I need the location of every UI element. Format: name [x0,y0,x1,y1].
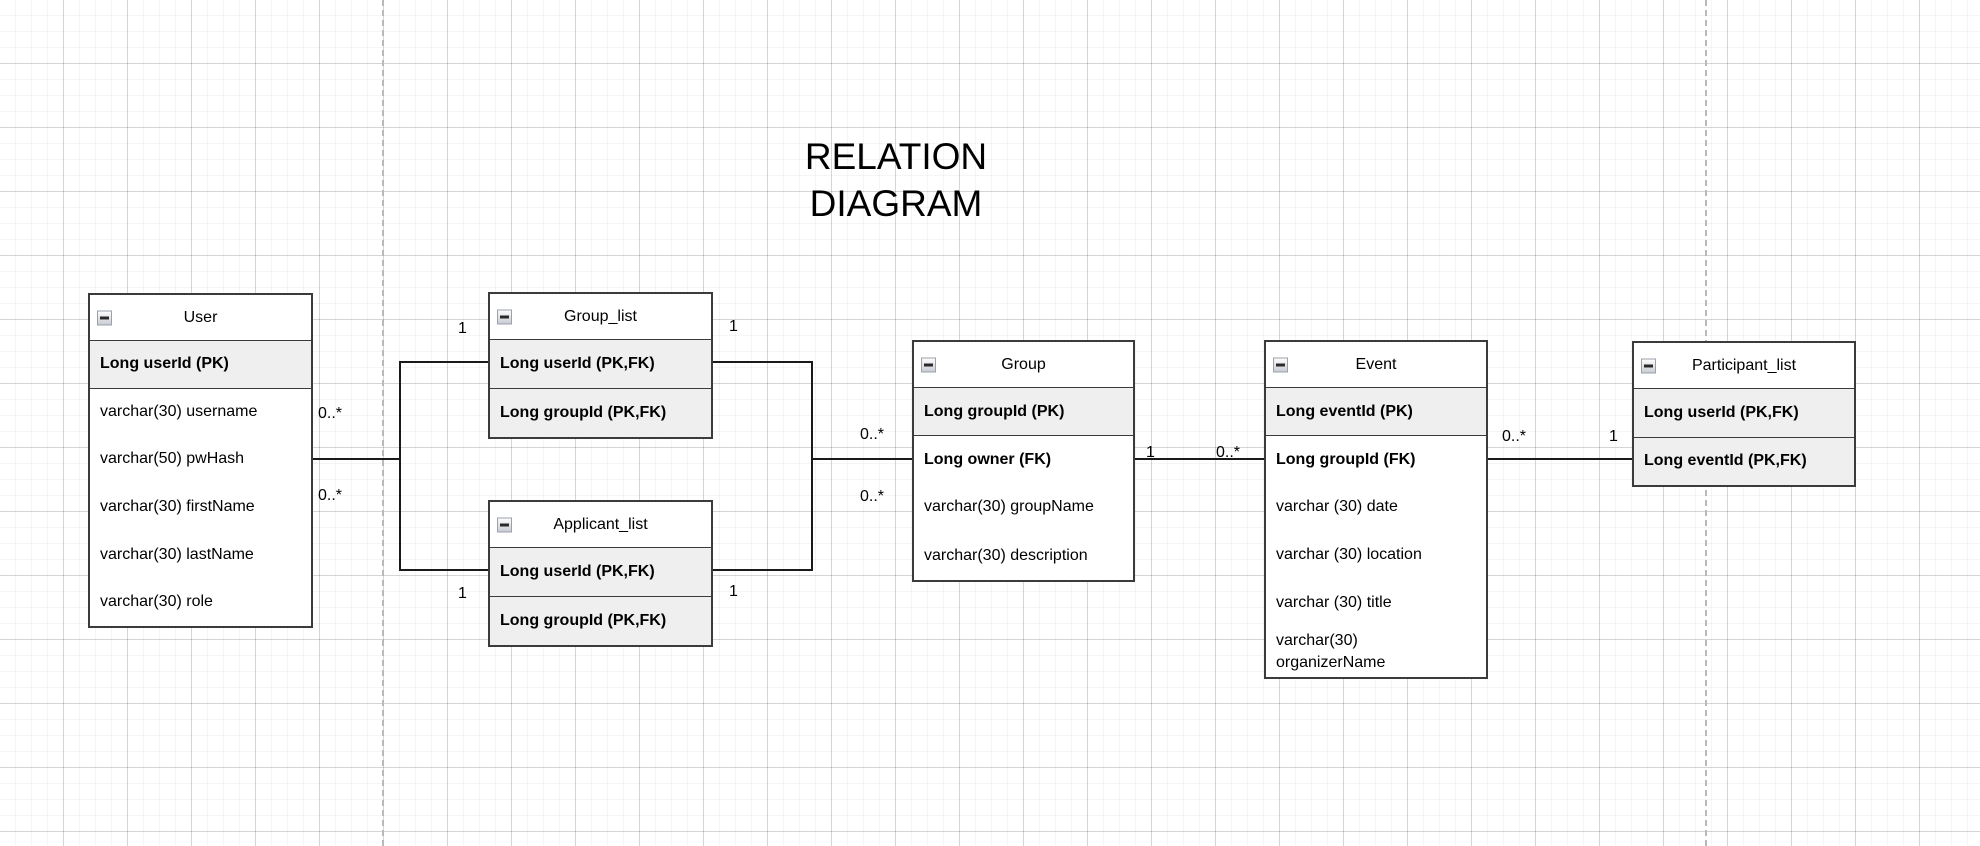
collapse-icon[interactable] [97,310,112,325]
cardinality-label[interactable]: 1 [458,320,467,337]
table-row-event-4[interactable]: varchar (30) title [1266,579,1486,627]
cardinality-label[interactable]: 0..* [860,426,885,443]
table-row-user-2[interactable]: varchar(50) pwHash [90,435,311,484]
table-name: Applicant_list [553,515,648,533]
collapse-icon[interactable] [497,517,512,532]
table-row-applicant-list-1[interactable]: Long groupId (PK,FK) [490,596,711,645]
relationship-connector[interactable] [713,569,812,571]
relationship-connector[interactable] [713,361,812,363]
relationship-connector[interactable] [313,458,400,460]
cardinality-label[interactable]: 1 [458,585,467,602]
cardinality-label[interactable]: 1 [729,318,738,335]
table-row-group-3[interactable]: varchar(30) description [914,531,1133,580]
collapse-icon[interactable] [1641,358,1656,373]
cardinality-label[interactable]: 0..* [860,488,885,505]
cardinality-label[interactable]: 0..* [318,487,343,504]
collapse-icon[interactable] [497,309,512,324]
diagram-title-line1: RELATION [804,136,988,177]
table-name: Group_list [564,307,637,325]
cardinality-label[interactable]: 1 [729,583,738,600]
table-row-group-list-0[interactable]: Long userId (PK,FK) [490,339,711,388]
table-title-row[interactable]: Group [914,342,1133,387]
cardinality-label[interactable]: 0..* [1216,444,1241,461]
cardinality-label[interactable]: 0..* [318,405,343,422]
relationship-connector[interactable] [400,361,488,363]
table-row-group-2[interactable]: varchar(30) groupName [914,483,1133,532]
page-boundary-line [382,0,384,846]
table-row-group-list-1[interactable]: Long groupId (PK,FK) [490,388,711,437]
table-row-event-3[interactable]: varchar (30) location [1266,531,1486,579]
table-title-row[interactable]: Applicant_list [490,502,711,547]
cardinality-label[interactable]: 0..* [1502,428,1527,445]
table-row-user-1[interactable]: varchar(30) username [90,387,311,436]
table-row-event-1[interactable]: Long groupId (FK) [1266,435,1486,483]
table-row-applicant-list-0[interactable]: Long userId (PK,FK) [490,547,711,596]
relationship-connector[interactable] [400,569,488,571]
table-row-participant-list-1[interactable]: Long eventId (PK,FK) [1634,436,1854,485]
table-row-participant-list-0[interactable]: Long userId (PK,FK) [1634,388,1854,437]
cardinality-label[interactable]: 1 [1146,444,1155,461]
relationship-connector[interactable] [1488,458,1632,460]
table-title-row[interactable]: Event [1266,342,1486,387]
table-title-row[interactable]: User [90,295,311,340]
collapse-icon[interactable] [921,357,936,372]
table-row-event-5[interactable]: varchar(30) organizerName [1266,627,1486,677]
table-row-user-3[interactable]: varchar(30) firstName [90,483,311,531]
table-row-user-0[interactable]: Long userId (PK) [90,340,311,388]
table-title-row[interactable]: Participant_list [1634,343,1854,388]
diagram-title[interactable]: RELATION DIAGRAM [696,133,1096,227]
table-row-event-0[interactable]: Long eventId (PK) [1266,387,1486,435]
relationship-connector[interactable] [811,361,813,571]
table-name: Group [1001,355,1046,373]
relationship-connector[interactable] [812,458,912,460]
relationship-connector[interactable] [399,361,401,571]
table-name: Participant_list [1691,356,1797,374]
table-row-user-4[interactable]: varchar(30) lastName [90,530,311,579]
table-title-row[interactable]: Group_list [490,294,711,339]
table-row-group-0[interactable]: Long groupId (PK) [914,387,1133,436]
diagram-title-line2: DIAGRAM [809,183,983,224]
cardinality-label[interactable]: 1 [1609,428,1618,445]
table-row-event-2[interactable]: varchar (30) date [1266,483,1486,531]
table-name: User [183,308,218,326]
table-row-user-5[interactable]: varchar(30) role [90,578,311,627]
collapse-icon[interactable] [1273,357,1288,372]
table-name: Event [1355,355,1397,373]
table-row-group-1[interactable]: Long owner (FK) [914,435,1133,484]
relationship-connector[interactable] [1135,458,1264,460]
